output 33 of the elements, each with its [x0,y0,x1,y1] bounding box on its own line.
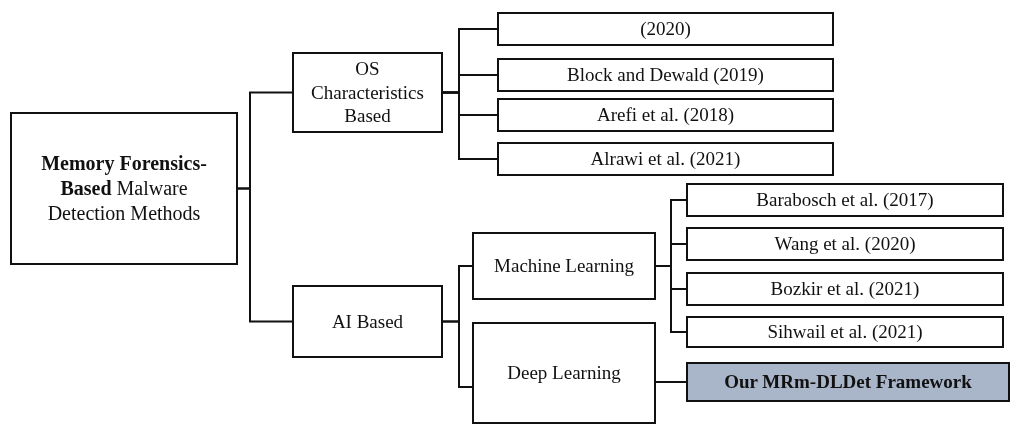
node-label: OS Characteristics Based [310,56,425,129]
node-label: Memory Forensics-Based Malware Detection Methods [40,151,208,226]
node-label: (2020) [640,17,691,41]
category-box [497,58,834,92]
connector-line [442,91,498,160]
category-box [686,183,1004,217]
node-label: AI Based [331,309,404,334]
category-box [292,285,443,358]
node-label: Bozkir et al. (2021) [770,277,920,301]
category-box [497,12,834,46]
node-label: Barabosch et al. (2017) [756,188,934,212]
category-box [472,232,656,300]
category-box [472,322,656,424]
node-label: Block and Dewald (2019) [567,63,764,87]
node-label: Wang et al. (2020) [774,232,916,256]
category-box [292,52,443,133]
connector-line [237,187,293,323]
category-box [497,142,834,176]
root-category-box [10,112,238,265]
node-label: Sihwail et al. (2021) [767,320,923,344]
node-label: Our MRm-DLDet Framework [724,370,972,394]
node-label: Deep Learning [507,361,621,385]
connector-line [655,381,687,383]
category-box [686,272,1004,306]
highlighted-box [686,362,1010,402]
node-label: Machine Learning [494,254,634,278]
node-label: Alrawi et al. (2021) [590,147,741,171]
category-box [686,316,1004,348]
category-box [686,227,1004,261]
connector-line [442,320,473,388]
node-label: Arefi et al. (2018) [596,103,735,127]
connector-line [655,265,687,333]
category-box [497,98,834,132]
